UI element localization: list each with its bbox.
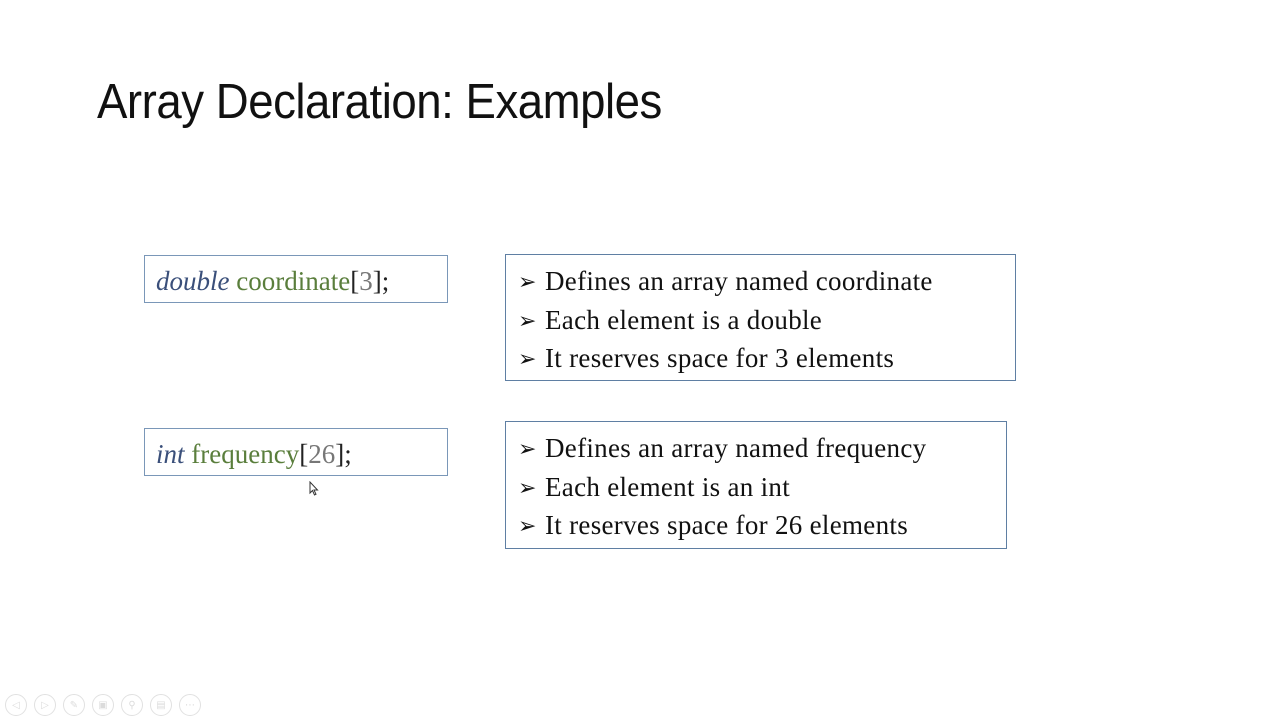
code-example-frequency: int frequency[26]; xyxy=(144,428,448,476)
arrowhead-bullet-icon: ➢ xyxy=(518,270,537,295)
type-keyword: int xyxy=(156,439,185,469)
bullet-item: ➢ Each element is a double xyxy=(518,302,1015,341)
bullet-item: ➢ Defines an array named coordinate xyxy=(518,263,1015,302)
mouse-cursor-icon xyxy=(309,481,319,496)
subtitles-icon[interactable]: ▤ xyxy=(150,694,172,716)
arrowhead-bullet-icon: ➢ xyxy=(518,437,537,462)
bullet-text: Defines an array named frequency xyxy=(545,433,927,463)
pen-icon[interactable]: ✎ xyxy=(63,694,85,716)
array-size: 3 xyxy=(359,266,373,296)
zoom-icon[interactable]: ⚲ xyxy=(121,694,143,716)
previous-icon[interactable]: ◁ xyxy=(5,694,27,716)
array-name: frequency xyxy=(191,439,300,469)
open-bracket: [ xyxy=(350,266,360,296)
bullet-text: Each element is a double xyxy=(545,304,823,335)
arrowhead-bullet-icon: ➢ xyxy=(518,347,537,372)
array-name: coordinate xyxy=(236,266,351,296)
slideshow-toolbar: ◁ ▷ ✎ ▣ ⚲ ▤ ⋯ xyxy=(5,694,201,716)
description-box-frequency: ➢ Defines an array named frequency ➢ Each … xyxy=(505,421,1007,549)
bullet-item: ➢ Defines an array named frequency xyxy=(518,430,1006,469)
array-size: 26 xyxy=(308,439,336,469)
bullet-item: ➢ Each element is an int xyxy=(518,469,1006,508)
close-bracket: ]; xyxy=(335,439,352,469)
more-options-icon[interactable]: ⋯ xyxy=(179,694,201,716)
open-bracket: [ xyxy=(299,439,309,469)
arrowhead-bullet-icon: ➢ xyxy=(518,475,537,501)
slides-icon[interactable]: ▣ xyxy=(92,694,114,716)
close-bracket: ]; xyxy=(372,266,390,296)
bullet-item: ➢ It reserves space for 3 elements xyxy=(518,340,1015,379)
bullet-text: It reserves space for 26 elements xyxy=(545,510,908,540)
description-box-coordinate: ➢ Defines an array named coordinate ➢ Each… xyxy=(505,254,1016,381)
code-example-coordinate: double coordinate[3]; xyxy=(144,255,448,303)
next-icon[interactable]: ▷ xyxy=(34,694,56,716)
bullet-item: ➢ It reserves space for 26 elements xyxy=(518,507,1006,546)
arrowhead-bullet-icon: ➢ xyxy=(518,514,537,539)
bullet-text: Defines an array named coordinate xyxy=(545,266,933,296)
bullet-text: Each element is an int xyxy=(545,471,791,502)
bullet-text: It reserves space for 3 elements xyxy=(545,343,895,373)
type-keyword: double xyxy=(156,266,230,296)
slide-title: Array Declaration: Examples xyxy=(97,75,662,129)
arrowhead-bullet-icon: ➢ xyxy=(518,308,537,334)
